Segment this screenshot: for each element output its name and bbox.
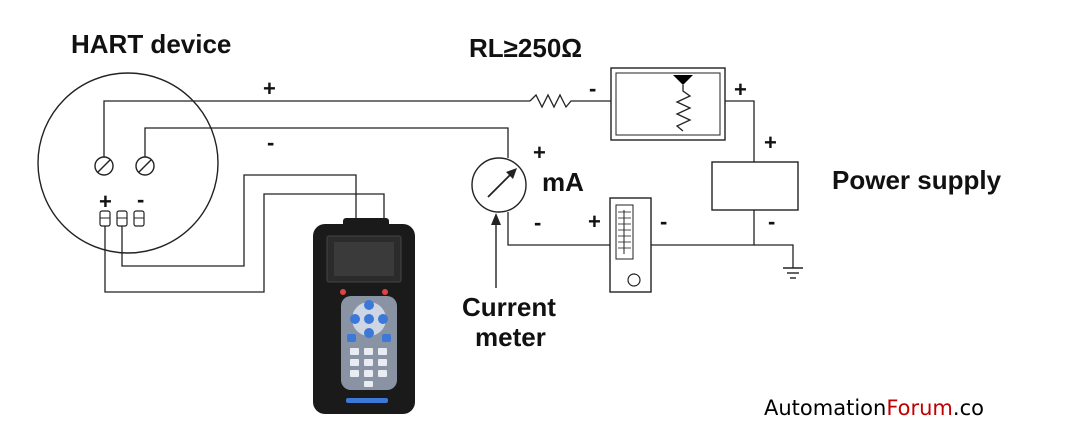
polarity-plus-ammeter: + [533, 140, 546, 165]
brand-part-forum: Forum [886, 396, 953, 420]
hart-communicator-icon [313, 218, 415, 414]
brand-part-automation: Automation [764, 396, 887, 420]
loop-wiring [103, 93, 794, 293]
polarity-minus-resistor: - [589, 76, 596, 101]
terminal-screw-icon [94, 156, 114, 176]
test-terminal-block [99, 210, 145, 227]
polarity-plus-test-terminal: + [99, 189, 112, 214]
current-meter-label-line1: Current [462, 292, 556, 322]
hart-device-label: HART device [71, 29, 231, 59]
load-module-box [610, 67, 726, 141]
hart-device-housing [37, 72, 219, 254]
polarity-minus-bottom-wire: - [267, 130, 274, 155]
power-supply-box [711, 161, 799, 211]
ma-label: mA [542, 167, 584, 197]
polarity-plus-module-out: + [734, 77, 747, 102]
current-meter-pointer [491, 213, 501, 288]
ammeter-icon [471, 157, 527, 213]
polarity-minus-test-terminal: - [137, 187, 144, 212]
polarity-minus-power-supply: - [768, 209, 775, 234]
resistor-label: RL≥250Ω [469, 33, 582, 63]
polarity-minus-flow-meter: - [660, 209, 667, 234]
polarity-plus-flow-meter: + [588, 209, 601, 234]
brand-watermark: AutomationForum.co [764, 396, 984, 420]
current-meter-label-line2: meter [475, 322, 546, 352]
terminal-screw-icon [135, 156, 155, 176]
polarity-plus-power-supply: + [764, 130, 777, 155]
polarity-minus-ammeter: - [534, 210, 541, 235]
polarity-plus-top-wire: + [263, 76, 276, 101]
resistor-icon [529, 93, 582, 109]
ground-icon [783, 267, 803, 279]
brand-part-domain: .co [952, 396, 984, 420]
power-supply-label: Power supply [832, 165, 1002, 195]
flow-meter-icon [609, 197, 652, 293]
